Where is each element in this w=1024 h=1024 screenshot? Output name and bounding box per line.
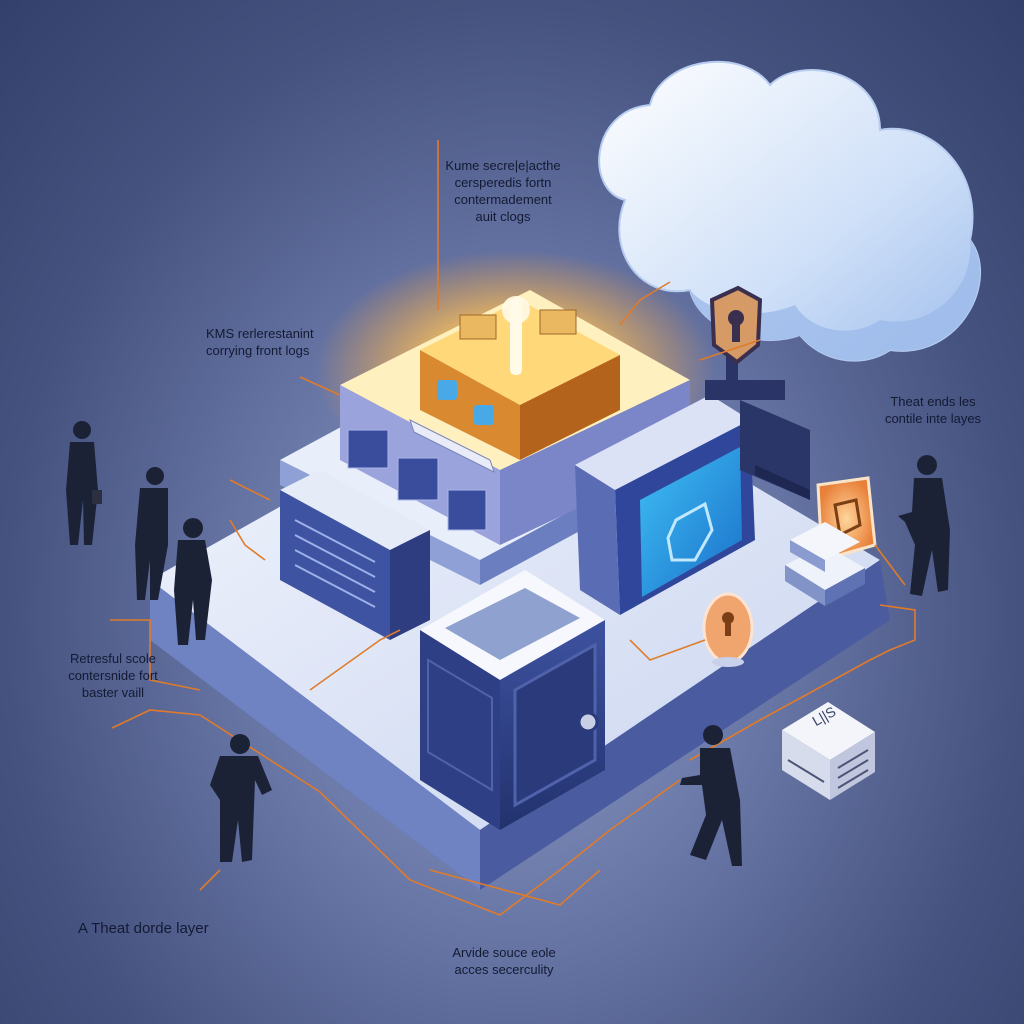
key-core bbox=[315, 250, 715, 545]
annotation-top: Kume secre|e|acthe cersperedis fortn con… bbox=[445, 158, 561, 224]
server-rack-icon bbox=[280, 470, 430, 640]
person-1 bbox=[66, 421, 102, 545]
back-rack bbox=[740, 400, 810, 500]
person-6 bbox=[898, 455, 950, 596]
server-stack-icon bbox=[782, 702, 875, 800]
annotation-bottom-left: A Theat dorde layer bbox=[78, 920, 209, 937]
person-5 bbox=[680, 725, 742, 866]
annotation-kms: KMS rerlerestanint corrying front logs bbox=[206, 326, 314, 358]
annotation-bottom-center: Arvide souce eole acces secerculity bbox=[452, 945, 556, 977]
person-4 bbox=[210, 734, 272, 862]
lock-shield-icon bbox=[575, 395, 755, 615]
person-figures bbox=[66, 421, 950, 866]
vault-icon bbox=[420, 570, 605, 830]
person-2 bbox=[135, 467, 168, 600]
connector-lines bbox=[110, 140, 916, 916]
annotation-left: Retresful scole contersnide fort baster … bbox=[68, 651, 158, 700]
annotation-right: Theat ends les contile inte layes bbox=[884, 394, 982, 426]
person-3 bbox=[174, 518, 212, 645]
keyhole-badge-icon bbox=[702, 592, 754, 667]
device-stack bbox=[785, 522, 865, 606]
